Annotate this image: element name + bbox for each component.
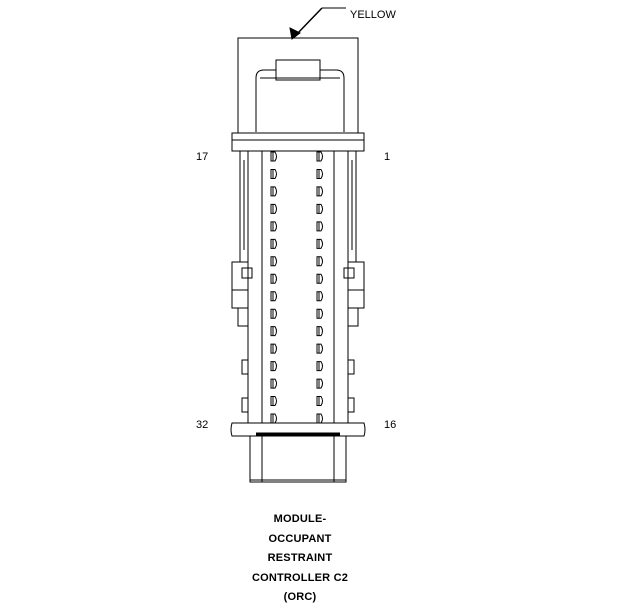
pin-cavity (270, 151, 277, 162)
color-leader-arrow (289, 7, 346, 40)
bottom-flange (230, 422, 366, 437)
pin-cavity (316, 308, 323, 319)
caption-line-2: OCCUPANT (268, 532, 332, 545)
pin-cavity (270, 273, 277, 284)
caption-line-3: RESTRAINT (267, 552, 333, 564)
pin-cavity (316, 168, 323, 179)
connector-latch (255, 59, 345, 132)
pin-cavity (316, 326, 323, 337)
connector-body (239, 150, 357, 424)
pin-cavities (270, 151, 323, 424)
caption-line-1: MODULE- (273, 513, 327, 525)
pin-cavity (270, 256, 277, 267)
pin-cavity (270, 361, 277, 372)
left-side-clips (231, 261, 253, 413)
pin-cavity (270, 326, 277, 337)
bottom-plug (249, 435, 347, 483)
pin-cavity (316, 203, 323, 214)
pin-cavity (270, 203, 277, 214)
caption-line-5: (ORC) (283, 591, 317, 603)
pin-cavity (270, 308, 277, 319)
pin-cavity (316, 151, 323, 162)
color-label: YELLOW (350, 9, 396, 21)
caption-line-4: CONTROLLER C2 (251, 571, 349, 584)
pin-cavity (316, 378, 323, 389)
right-side-clips (343, 261, 365, 413)
pin-label-bottom-left: 32 (196, 419, 208, 431)
pin-cavity (270, 186, 277, 197)
pin-cavity (316, 273, 323, 284)
pin-label-top-left: 17 (196, 151, 208, 163)
pin-cavity (270, 291, 277, 302)
pin-cavity (270, 378, 277, 389)
pin-cavity (316, 361, 323, 372)
pin-cavity (316, 256, 323, 267)
pin-label-top-right: 1 (384, 151, 390, 163)
pin-label-bottom-right: 16 (384, 419, 396, 431)
pin-cavity (316, 238, 323, 249)
pin-cavity (316, 396, 323, 407)
top-flange (231, 132, 365, 152)
pin-cavity (270, 343, 277, 354)
connector-caption: MODULE- OCCUPANT RESTRAINT CONTROLLER C2… (200, 510, 400, 608)
pin-cavity (316, 186, 323, 197)
pin-cavity (270, 221, 277, 232)
pin-cavity (316, 343, 323, 354)
pin-cavity (270, 238, 277, 249)
pin-cavity (270, 396, 277, 407)
pin-cavity (316, 291, 323, 302)
pin-cavity (270, 168, 277, 179)
pin-cavity (316, 221, 323, 232)
